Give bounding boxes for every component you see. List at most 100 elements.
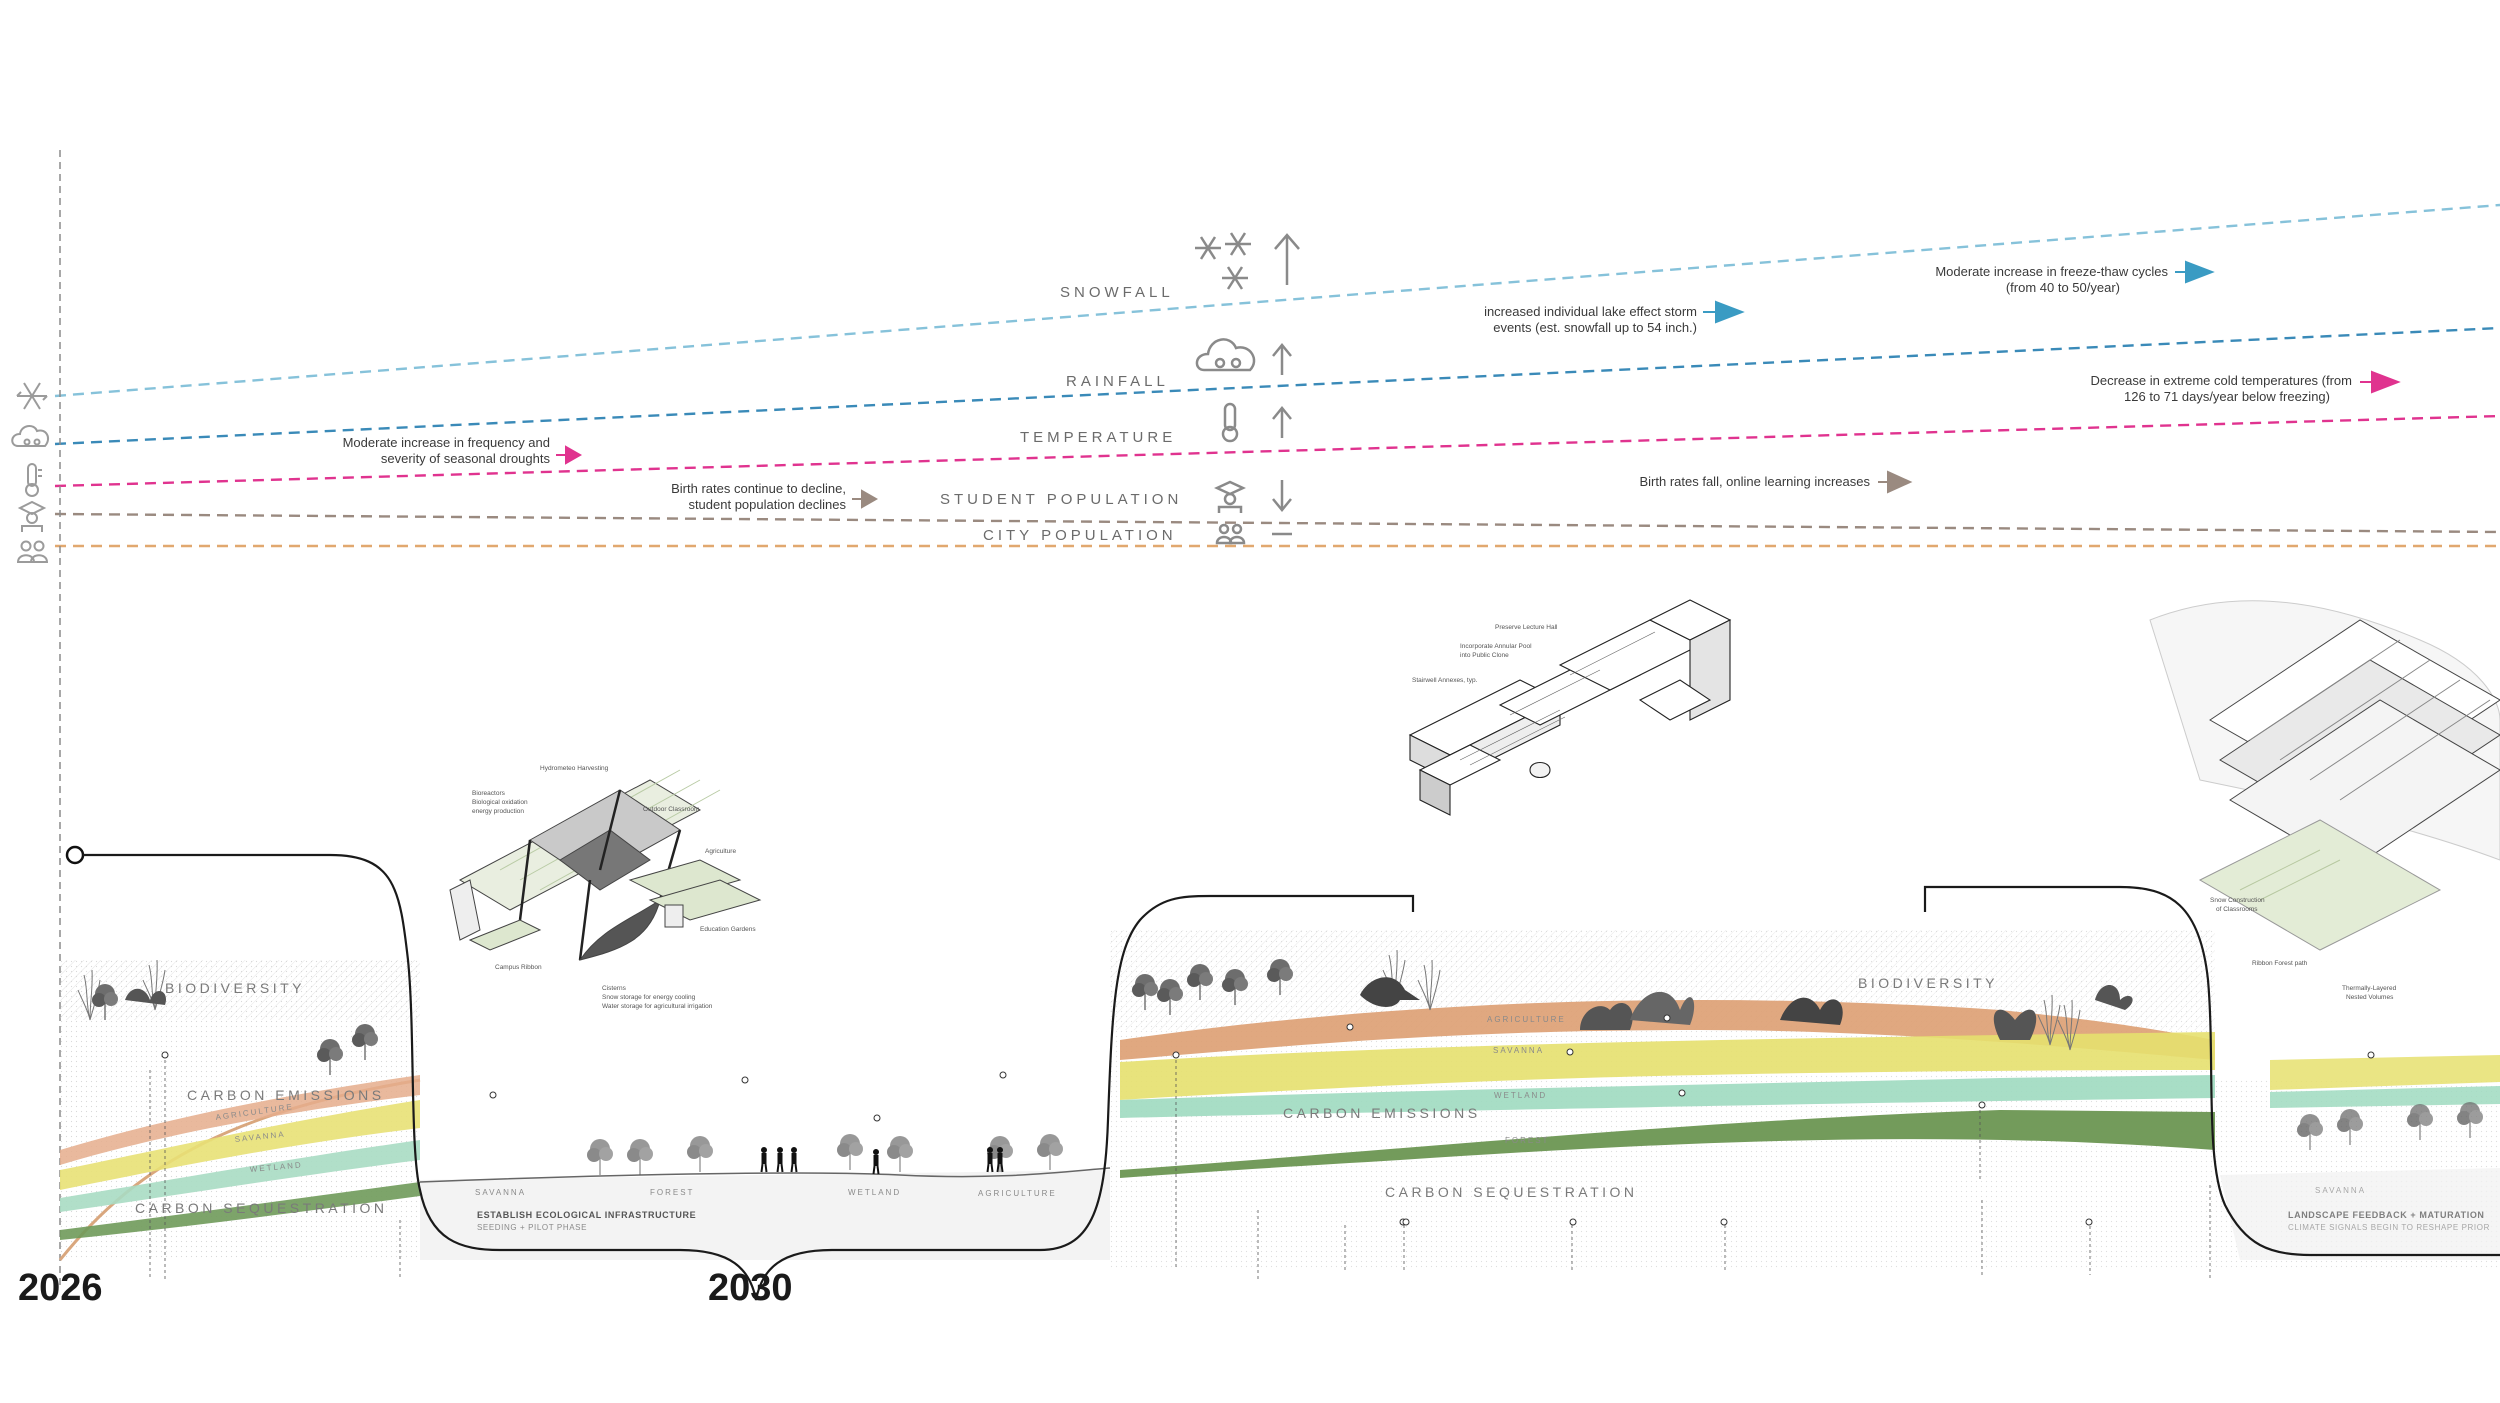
birth-rates-note-line-1: Birth rates continue to decline, [671, 481, 846, 496]
wetland-band [1120, 1075, 2215, 1118]
callout-education-gardens: Education Gardens [700, 926, 756, 933]
arrow-up-icon [1272, 343, 1292, 375]
phase-subtitle: SEEDING + PILOT PHASE [477, 1223, 587, 1232]
callout-cisterns-1: Cisterns [602, 985, 627, 992]
rainfall-label: RAINFALL [1066, 373, 1169, 390]
callout-thermally-layered-1: Thermally-Layered [2342, 985, 2397, 992]
right-phase-subtitle: CLIMATE SIGNALS BEGIN TO RESHAPE PRIOR [2288, 1223, 2490, 1232]
phase-bracket [65, 845, 2500, 1301]
birth-rates-note-line-2: student population declines [688, 497, 846, 512]
carbon-sequestration-label: CARBON SEQUESTRATION [1385, 1184, 1638, 1200]
left-ecology-bands [58, 1075, 421, 1261]
callout-agriculture: Agriculture [705, 848, 736, 855]
left-icon-column [11, 382, 49, 563]
carbon-emissions-label: CARBON EMISSIONS [1283, 1105, 1481, 1121]
forest-band-left [60, 1182, 420, 1240]
thermometer-icon [25, 463, 42, 497]
building-axonometric: Preserve Lecture Hall Incorporate Annula… [1408, 599, 1732, 816]
middle-ecology-bands [1120, 1000, 2215, 1178]
callout-hydrometeo: Hydrometeo Harvesting [540, 765, 609, 772]
callout-campus-ribbon: Campus Ribbon [495, 964, 542, 971]
online-learning-note: Birth rates fall, online learning increa… [1639, 474, 1870, 489]
biodiversity-label-left: BIODIVERSITY [165, 980, 305, 996]
cloud-rain-icon [11, 425, 49, 447]
forest-band [1120, 1110, 2215, 1178]
city-population-label: CITY POPULATION [983, 527, 1177, 544]
callout-bioreactors-2: Biological oxidation [472, 799, 528, 806]
student-population-trend-line [54, 512, 2500, 534]
people-icon [16, 540, 49, 563]
snowfall-trend-line [54, 203, 2500, 398]
callout-cisterns-2: Snow storage for energy cooling [602, 994, 696, 1001]
cloud-rain-icon [1195, 338, 1256, 372]
savanna-label: SAVANNA [1493, 1046, 1544, 1055]
arrow-right-icon [1878, 470, 1913, 494]
arrow-right-icon [2175, 260, 2215, 284]
arrow-right-icon [2360, 370, 2401, 394]
ground-label-savanna: SAVANNA [475, 1188, 526, 1197]
freeze-thaw-note-line-2: (from 40 to 50/year) [2006, 280, 2120, 295]
trend-labels: SNOWFALL RAINFALL TEMPERATURE STUDENT PO… [940, 284, 1182, 544]
year-labels: 2026 2030 [18, 1267, 793, 1309]
student-icon [17, 500, 47, 532]
extreme-cold-note-line-1: Decrease in extreme cold temperatures (f… [2090, 373, 2352, 388]
butterfly-icon [1993, 1009, 2037, 1040]
callout-stairwell: Stairwell Annexes, typ. [1412, 677, 1478, 684]
agriculture-band [1120, 1000, 2215, 1060]
callout-solar-pool-1: Incorporate Annular Pool [1460, 643, 1532, 650]
year-2026: 2026 [18, 1267, 103, 1309]
freeze-thaw-note-line-1: Moderate increase in freeze-thaw cycles [1935, 264, 2168, 279]
ground-label-wetland: WETLAND [848, 1188, 901, 1197]
callout-thermally-layered-2: Nested Volumes [2346, 994, 2394, 1001]
temperature-label: TEMPERATURE [1020, 429, 1176, 446]
callout-dots [161, 1014, 2375, 1226]
drought-note-line-2: severity of seasonal droughts [381, 451, 551, 466]
climate-trend-lines [54, 203, 2500, 548]
right-ground-savanna: SAVANNA [2315, 1186, 2366, 1195]
callout-leaders [149, 1060, 2211, 1280]
callout-outdoor-classroom: Outdoor Classroom [643, 806, 699, 813]
phase-title: ESTABLISH ECOLOGICAL INFRASTRUCTURE [477, 1210, 696, 1220]
student-population-label: STUDENT POPULATION [940, 491, 1182, 508]
arrow-down-icon [1272, 480, 1292, 512]
pilot-phase-ground: SAVANNA FOREST WETLAND AGRICULTURE ESTAB… [419, 1133, 1111, 1260]
bird-icon [1360, 977, 1420, 1007]
ground-label-agriculture: AGRICULTURE [978, 1189, 1057, 1198]
agriculture-band-left-fill [60, 1075, 420, 1165]
right-vegetation: SAVANNA LANDSCAPE FEEDBACK + MATURATION … [2220, 1101, 2500, 1260]
people-icon [1215, 523, 1246, 545]
agriculture-label: AGRICULTURE [1487, 1015, 1566, 1024]
arrow-right-icon [852, 489, 879, 509]
snowflake-icon [16, 382, 48, 410]
right-phase-title: LANDSCAPE FEEDBACK + MATURATION [2288, 1210, 2485, 1220]
snowfall-label: SNOWFALL [1060, 284, 1174, 301]
callout-solar-pool-2: into Public Clone [1460, 652, 1509, 659]
arrow-right-icon [1703, 300, 1745, 324]
climate-notes: Moderate increase in frequency and sever… [343, 260, 2401, 512]
year-2030: 2030 [708, 1267, 793, 1309]
callout-cisterns-3: Water storage for agricultural irrigatio… [602, 1003, 713, 1010]
extreme-cold-note-line-2: 126 to 71 days/year below freezing) [2124, 389, 2330, 404]
callout-lecture-hall: Preserve Lecture Hall [1495, 624, 1558, 631]
temperature-trend-line [54, 414, 2500, 488]
callout-snow-construction-1: Snow Construction [2210, 897, 2265, 904]
arrow-up-icon [1272, 406, 1292, 438]
forest-label: FOREST [1505, 1136, 1549, 1145]
arrow-right-icon [556, 445, 583, 465]
thermometer-icon [1221, 402, 1239, 443]
student-icon [1214, 480, 1246, 513]
callout-bioreactors-1: Bioreactors [472, 790, 506, 797]
right-ecology-bands [2270, 1055, 2500, 1108]
band-labels: BIODIVERSITY CARBON EMISSIONS CARBON SEQ… [135, 975, 1995, 1216]
middle-vegetation [1131, 949, 2133, 1051]
callout-snow-construction-2: of Classrooms [2216, 906, 2258, 913]
left-vegetation [77, 959, 379, 1076]
arrow-up-icon [1274, 233, 1300, 285]
lake-effect-note-line-1: increased individual lake effect storm [1484, 304, 1697, 319]
center-trend-icons [1195, 232, 1300, 545]
wetland-band-left [60, 1140, 420, 1212]
timeline-start-marker [65, 845, 85, 865]
pavilion-axonometric: Hydrometeo Harvesting Bioreactors Biolog… [449, 765, 762, 1010]
snowflake-icon [1195, 232, 1251, 290]
